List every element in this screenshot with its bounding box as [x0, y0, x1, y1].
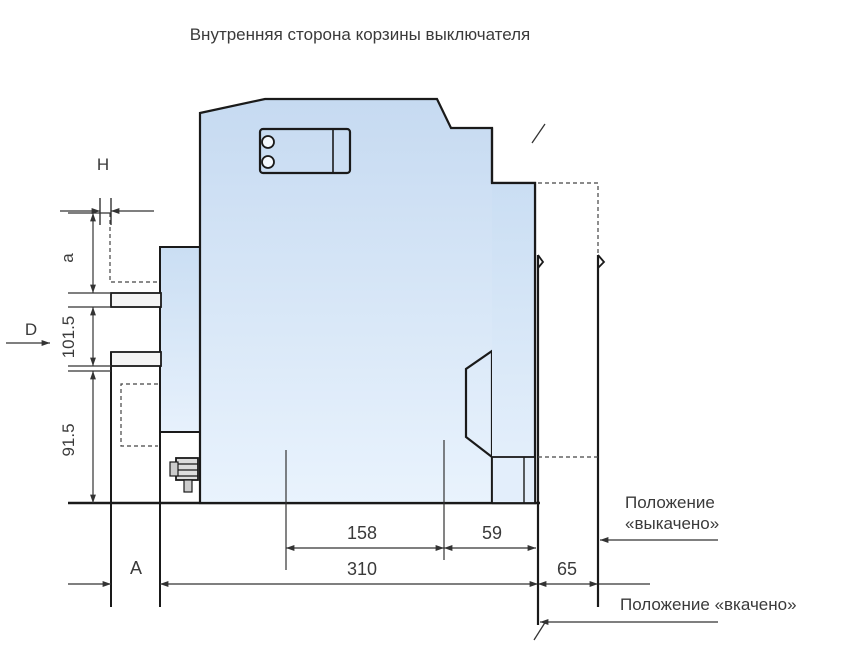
inserted-position-nub: [537, 254, 545, 269]
withdrawn-label-line1: Положение: [625, 493, 715, 512]
dim-label-310: 310: [347, 559, 377, 579]
dim-label-65: 65: [557, 559, 577, 579]
terminal-bolt: [175, 457, 199, 481]
dim-label-59: 59: [482, 523, 502, 543]
inserted-label: Положение «вкачено»: [620, 595, 797, 614]
busbar-upper: [110, 292, 162, 308]
dim-label-A: A: [130, 558, 142, 578]
dim-label-101-5: 101.5: [59, 316, 78, 359]
dim-label-D: D: [25, 320, 37, 339]
dim-label-91-5: 91.5: [59, 423, 78, 456]
break-mark-bottom: [533, 620, 547, 641]
left-terminal-block: [159, 246, 203, 433]
withdrawn-envelope: [538, 182, 599, 255]
nameplate-window: [258, 127, 352, 175]
right-module: [492, 181, 537, 505]
break-mark-top: [531, 123, 546, 144]
withdrawn-label-line2: «выкачено»: [625, 514, 719, 533]
busbar-lower: [110, 351, 162, 367]
dim-label-158: 158: [347, 523, 377, 543]
dim-label-H: H: [97, 155, 109, 174]
busbar-envelope-upper: [109, 213, 158, 283]
breaker-body: [198, 97, 537, 505]
nameplate-screw-bottom: [261, 155, 275, 169]
dim-label-a: a: [58, 253, 77, 263]
busbar-envelope-lower: [120, 383, 158, 447]
nameplate-screw-top: [261, 135, 275, 149]
diagram-title: Внутренняя сторона корзины выключателя: [190, 25, 531, 44]
bottom-right-box: [491, 456, 536, 504]
withdrawn-position-nub: [597, 254, 606, 269]
